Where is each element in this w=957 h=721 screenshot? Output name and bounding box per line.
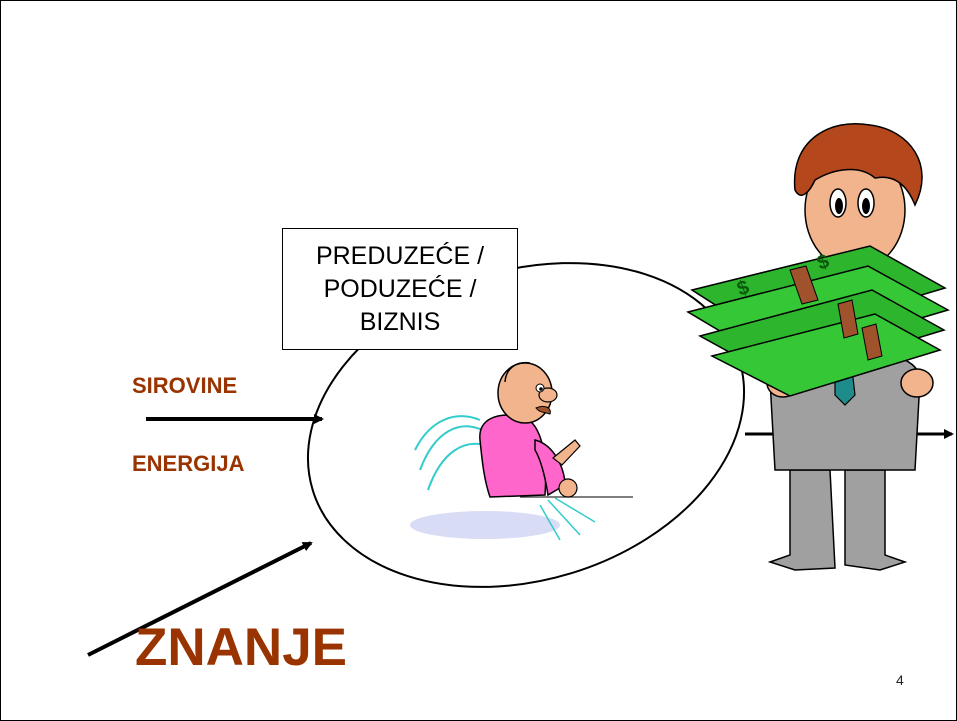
company-box-line-1: PREDUZEĆE / — [315, 241, 485, 270]
company-box: PREDUZEĆE / PODUZEĆE / BIZNIS — [282, 228, 518, 350]
company-box-line-2: PODUZEĆE / — [323, 274, 477, 303]
company-box-line-3: BIZNIS — [359, 307, 441, 336]
worker-illustration — [410, 361, 633, 541]
label-knowledge: ZNANJE — [135, 618, 348, 677]
arrow-knowledge — [87, 541, 313, 657]
businessman-illustration: $ $ — [686, 123, 950, 571]
label-raw-materials: SIROVINE — [132, 373, 238, 398]
page-number: 4 — [896, 672, 904, 688]
label-energy: ENERGIJA — [132, 451, 245, 476]
